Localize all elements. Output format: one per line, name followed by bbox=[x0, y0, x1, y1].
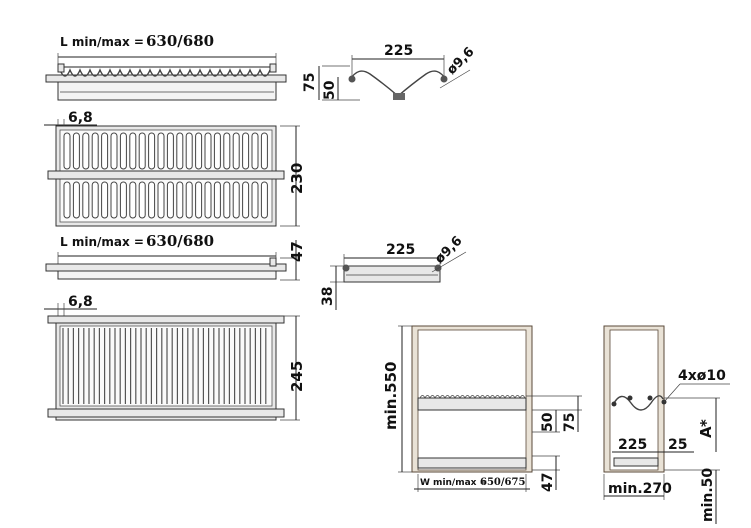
top-rack-slot bbox=[176, 181, 184, 219]
top-rack-slot bbox=[119, 132, 127, 170]
top-rack-slot bbox=[91, 132, 99, 170]
top-rack-length-value: 630/680 bbox=[146, 32, 214, 50]
bottom-profile-height: 38 bbox=[320, 287, 336, 306]
cabinet-a-asterisk: * bbox=[697, 419, 715, 427]
top-rack-slot bbox=[72, 132, 80, 170]
top-rack-slot bbox=[101, 132, 109, 170]
top-rack-slot bbox=[204, 132, 212, 170]
top-rack-drawing: L min/max = 630/680 6,8 bbox=[44, 32, 306, 227]
top-rack-slot bbox=[223, 181, 231, 219]
top-profile-inner-height: 50 bbox=[322, 80, 338, 100]
bottom-rack-length-value: 630/680 bbox=[146, 232, 214, 250]
top-rack-slot bbox=[110, 181, 118, 219]
top-rack-slot bbox=[63, 181, 71, 219]
cabinet-side-depth-225: 225 bbox=[618, 437, 647, 453]
top-rack-depth: 230 bbox=[288, 163, 306, 194]
top-rack-slot bbox=[195, 181, 203, 219]
top-rack-slot bbox=[195, 132, 203, 170]
top-rack-slot bbox=[185, 181, 193, 219]
bottom-profile-width: 225 bbox=[386, 242, 415, 258]
bottom-rack-offset: 6,8 bbox=[68, 294, 93, 310]
top-rack-slot bbox=[260, 181, 268, 219]
top-rack-length-label: L min/max = bbox=[60, 35, 144, 49]
top-rack-slot bbox=[148, 132, 156, 170]
top-rack-slot bbox=[213, 132, 221, 170]
top-rack-slot bbox=[157, 181, 165, 219]
top-rack-slot bbox=[129, 132, 137, 170]
bottom-profile-drawing: 225 ø9,6 38 bbox=[320, 234, 467, 310]
bottom-rack-depth: 245 bbox=[288, 361, 306, 392]
cabinet-a-dimension: A bbox=[697, 426, 715, 438]
top-rack-slot bbox=[82, 132, 90, 170]
top-profile-width: 225 bbox=[384, 43, 413, 59]
top-rack-slot bbox=[242, 181, 250, 219]
top-rack-slot bbox=[223, 132, 231, 170]
top-rack-offset: 6,8 bbox=[68, 110, 93, 126]
cabinet-lower-rack-height: 47 bbox=[540, 473, 556, 492]
bottom-rack-drawing: L min/max = 630/680 47 6,8 bbox=[44, 232, 306, 421]
top-rack-slot bbox=[242, 132, 250, 170]
top-rack-slot bbox=[185, 132, 193, 170]
top-rack-side-view bbox=[45, 63, 287, 101]
bottom-rack-side-view bbox=[45, 257, 287, 280]
top-rack-slot bbox=[101, 181, 109, 219]
top-rack-slot bbox=[166, 181, 174, 219]
bottom-rack-height: 47 bbox=[288, 241, 306, 262]
cabinet-width-value: 650/675 bbox=[480, 477, 525, 488]
top-rack-slot bbox=[148, 181, 156, 219]
top-profile-drawing: 225 ø9,6 75 50 bbox=[302, 43, 477, 101]
top-rack-slot bbox=[166, 132, 174, 170]
cabinet-min-height: min.550 bbox=[382, 362, 400, 430]
top-rack-slot bbox=[204, 181, 212, 219]
cabinet-rack-height-75: 75 bbox=[562, 413, 578, 432]
top-profile-outer-height: 75 bbox=[302, 73, 318, 92]
top-rack-slot bbox=[232, 132, 240, 170]
bottom-rack-plan-view bbox=[47, 315, 285, 421]
top-rack-slot bbox=[232, 181, 240, 219]
top-rack-slot bbox=[138, 181, 146, 219]
cabinet-min-bottom: min.50 bbox=[700, 468, 716, 522]
cabinet-side-offset-25: 25 bbox=[668, 437, 687, 453]
top-rack-slot bbox=[251, 181, 259, 219]
bottom-rack-length-label: L min/max = bbox=[60, 235, 144, 249]
cabinet-side-drawing: 4xø10 225 25 A * min.270 min.50 bbox=[603, 325, 730, 524]
top-rack-slot bbox=[110, 132, 118, 170]
top-rack-slot bbox=[63, 132, 71, 170]
top-rack-slot bbox=[72, 181, 80, 219]
cabinet-rack-height-50: 50 bbox=[540, 412, 556, 432]
top-rack-slot bbox=[119, 181, 127, 219]
top-rack-slot bbox=[213, 181, 221, 219]
top-rack-slot bbox=[91, 181, 99, 219]
top-rack-slot bbox=[129, 181, 137, 219]
top-rack-slot bbox=[251, 132, 259, 170]
top-profile-diameter: ø9,6 bbox=[444, 45, 477, 78]
top-rack-slot bbox=[138, 132, 146, 170]
cabinet-hole-count: 4xø10 bbox=[678, 368, 726, 384]
cabinet-width-label: W min/max = bbox=[420, 478, 487, 488]
top-rack-slot bbox=[176, 132, 184, 170]
top-rack-slot bbox=[157, 132, 165, 170]
cabinet-min-depth: min.270 bbox=[608, 481, 672, 497]
cabinet-front-drawing: min.550 50 75 47 W min/max = 650/675 bbox=[382, 325, 582, 492]
top-rack-slot bbox=[260, 132, 268, 170]
top-rack-plan-view bbox=[47, 125, 285, 227]
top-rack-slot bbox=[82, 181, 90, 219]
